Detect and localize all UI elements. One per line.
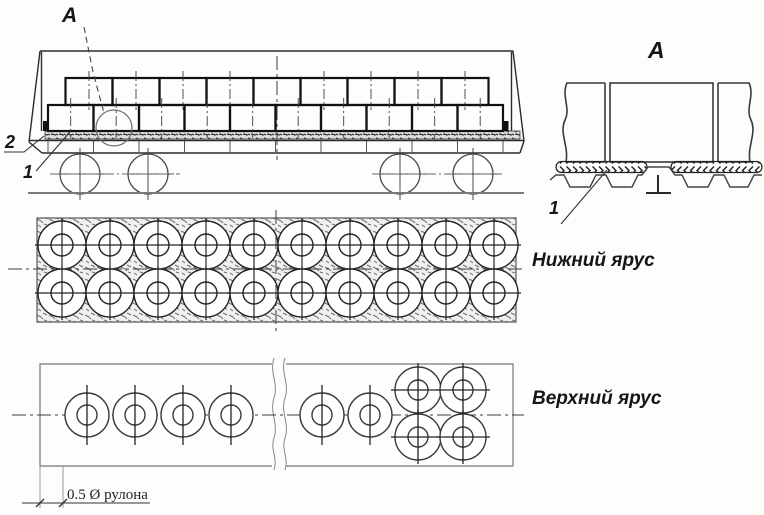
wheels [50,147,502,201]
anchor-symbol [646,175,671,194]
roll [64,384,110,446]
roll [112,384,158,446]
callout-2: 2 [4,132,15,152]
upper-tier-label: Верхний ярус [532,388,662,409]
stake-ticks [47,141,504,152]
roll [435,362,491,418]
detail-rolls [562,82,754,163]
flatcar-side-view: A 2 1 [4,4,525,201]
roll-centerlines [70,71,481,138]
roll [435,409,491,465]
roll [160,384,206,446]
end-stop-left [43,121,48,131]
end-stop-right [503,121,509,131]
callout-1: 1 [23,162,33,182]
rubber-mat-right [670,160,763,174]
break-line [283,357,287,471]
detail-callout-1: 1 [549,198,559,218]
lower-tier-label: Нижний ярус [532,250,655,271]
rubber-mat-left [555,160,648,174]
dim-tick [35,498,45,508]
roll [347,384,393,446]
roll [299,384,345,446]
dimension-text: 0.5 Ø рулона [67,487,148,503]
detail-a-title: A [647,37,665,63]
corrugated-floor-profile [549,166,762,188]
detail-a-view: A 1 [549,37,763,225]
detail-a-circle [95,109,133,147]
dimension-half-roll: 0.5 Ø рулона [22,466,150,508]
roll [208,384,254,446]
callout-1-leader [35,131,71,172]
lower-tier-plan: Нижний ярус [8,210,655,331]
break-line [272,357,276,471]
upper-tier-rolls [64,362,491,465]
dim-tick [58,498,68,508]
detail-a-leader [83,26,105,114]
car-body-outline [28,50,525,154]
callout-2-leader [4,135,45,153]
upper-tier-plan: Верхний ярус 0.5 Ø рулона [12,357,662,508]
detail-callout-1-leader [560,169,608,225]
detail-a-marker: A [61,4,77,27]
